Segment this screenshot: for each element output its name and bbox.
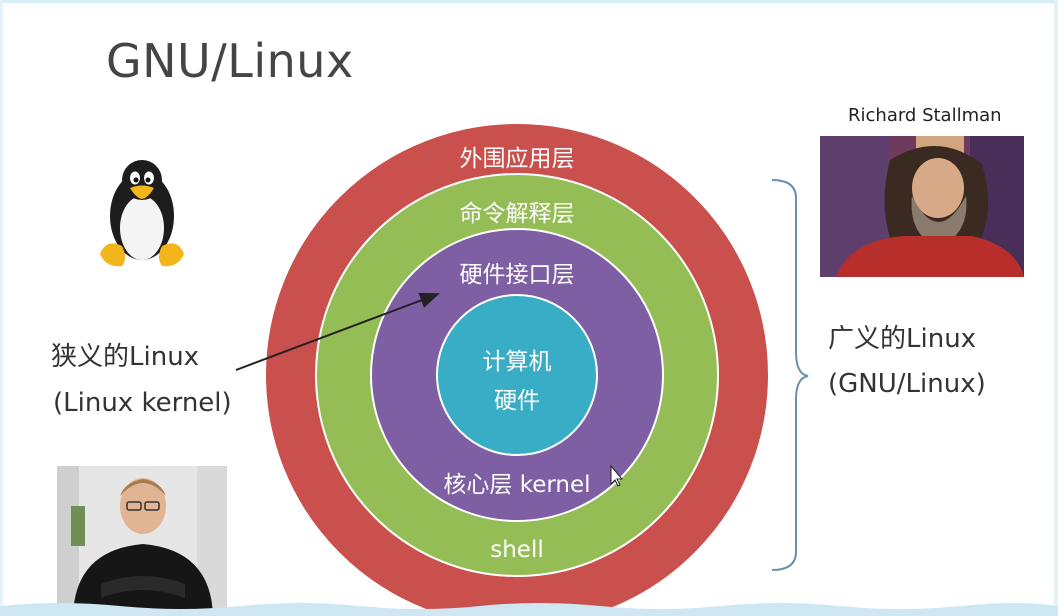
bottom-decoration [0,603,1058,616]
stallman-photo [820,136,1024,277]
narrow-linux-label: 狭义的Linux [51,342,200,372]
window-top-edge [0,0,1058,3]
broad-linux-sublabel: (GNU/Linux) [828,369,986,399]
outer-ring-label: 外围应用层 [460,146,575,172]
core-label-line1: 计算机 [483,349,552,375]
window-left-edge [0,0,3,616]
shell-top-label: 命令解释层 [460,201,575,227]
stallman-caption: Richard Stallman [848,105,1002,126]
broad-linux-label: 广义的Linux [828,324,977,354]
mouse-cursor-icon [610,464,624,487]
core-label-line2: 硬件 [494,388,540,414]
kernel-top-label: 硬件接口层 [460,262,575,288]
narrow-linux-arrow [235,292,440,371]
kernel-bottom-label: 核心层 kernel [443,472,590,498]
broad-linux-brace [771,179,809,571]
window-right-edge [1054,0,1058,616]
torvalds-photo [57,466,227,616]
shell-bottom-label: shell [490,537,544,563]
narrow-linux-sublabel: (Linux kernel) [53,388,232,418]
slide-title: GNU/Linux [106,34,354,88]
hardware-core [436,294,598,456]
tux-penguin-icon [100,160,184,267]
